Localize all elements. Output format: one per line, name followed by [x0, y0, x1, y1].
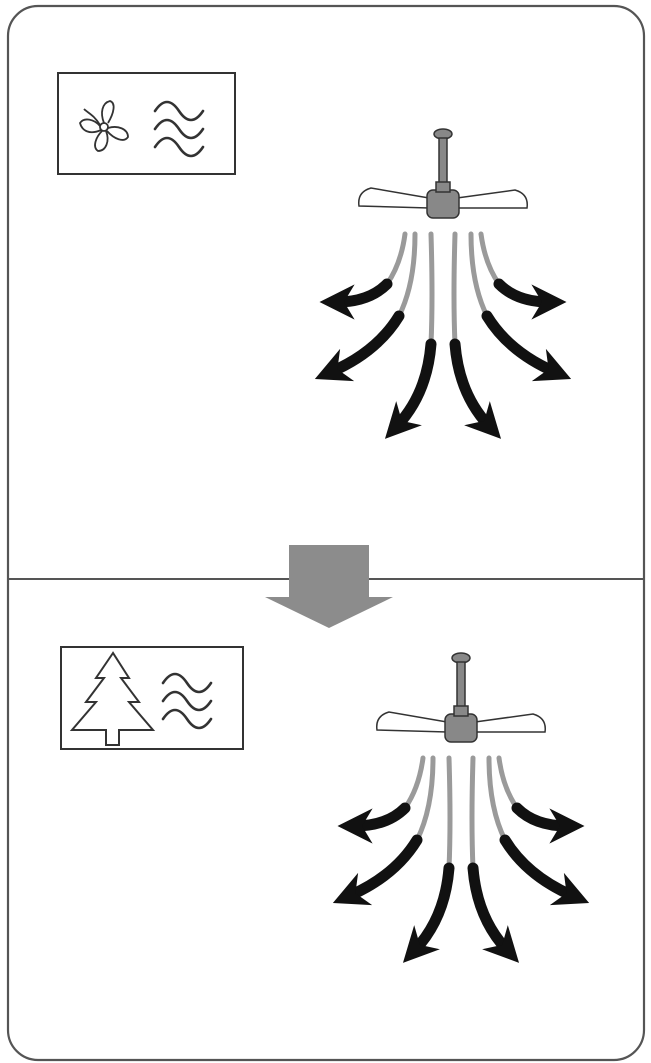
pine-tree-icon: [69, 651, 156, 746]
outer-frame: [6, 4, 646, 1062]
mode-indicator-1: [57, 72, 236, 175]
mode-indicator-2: [60, 646, 244, 750]
down-arrow-icon: [265, 545, 393, 628]
fan-icon: [79, 100, 129, 152]
panel-1: [57, 72, 555, 426]
panel-2: [60, 646, 573, 950]
